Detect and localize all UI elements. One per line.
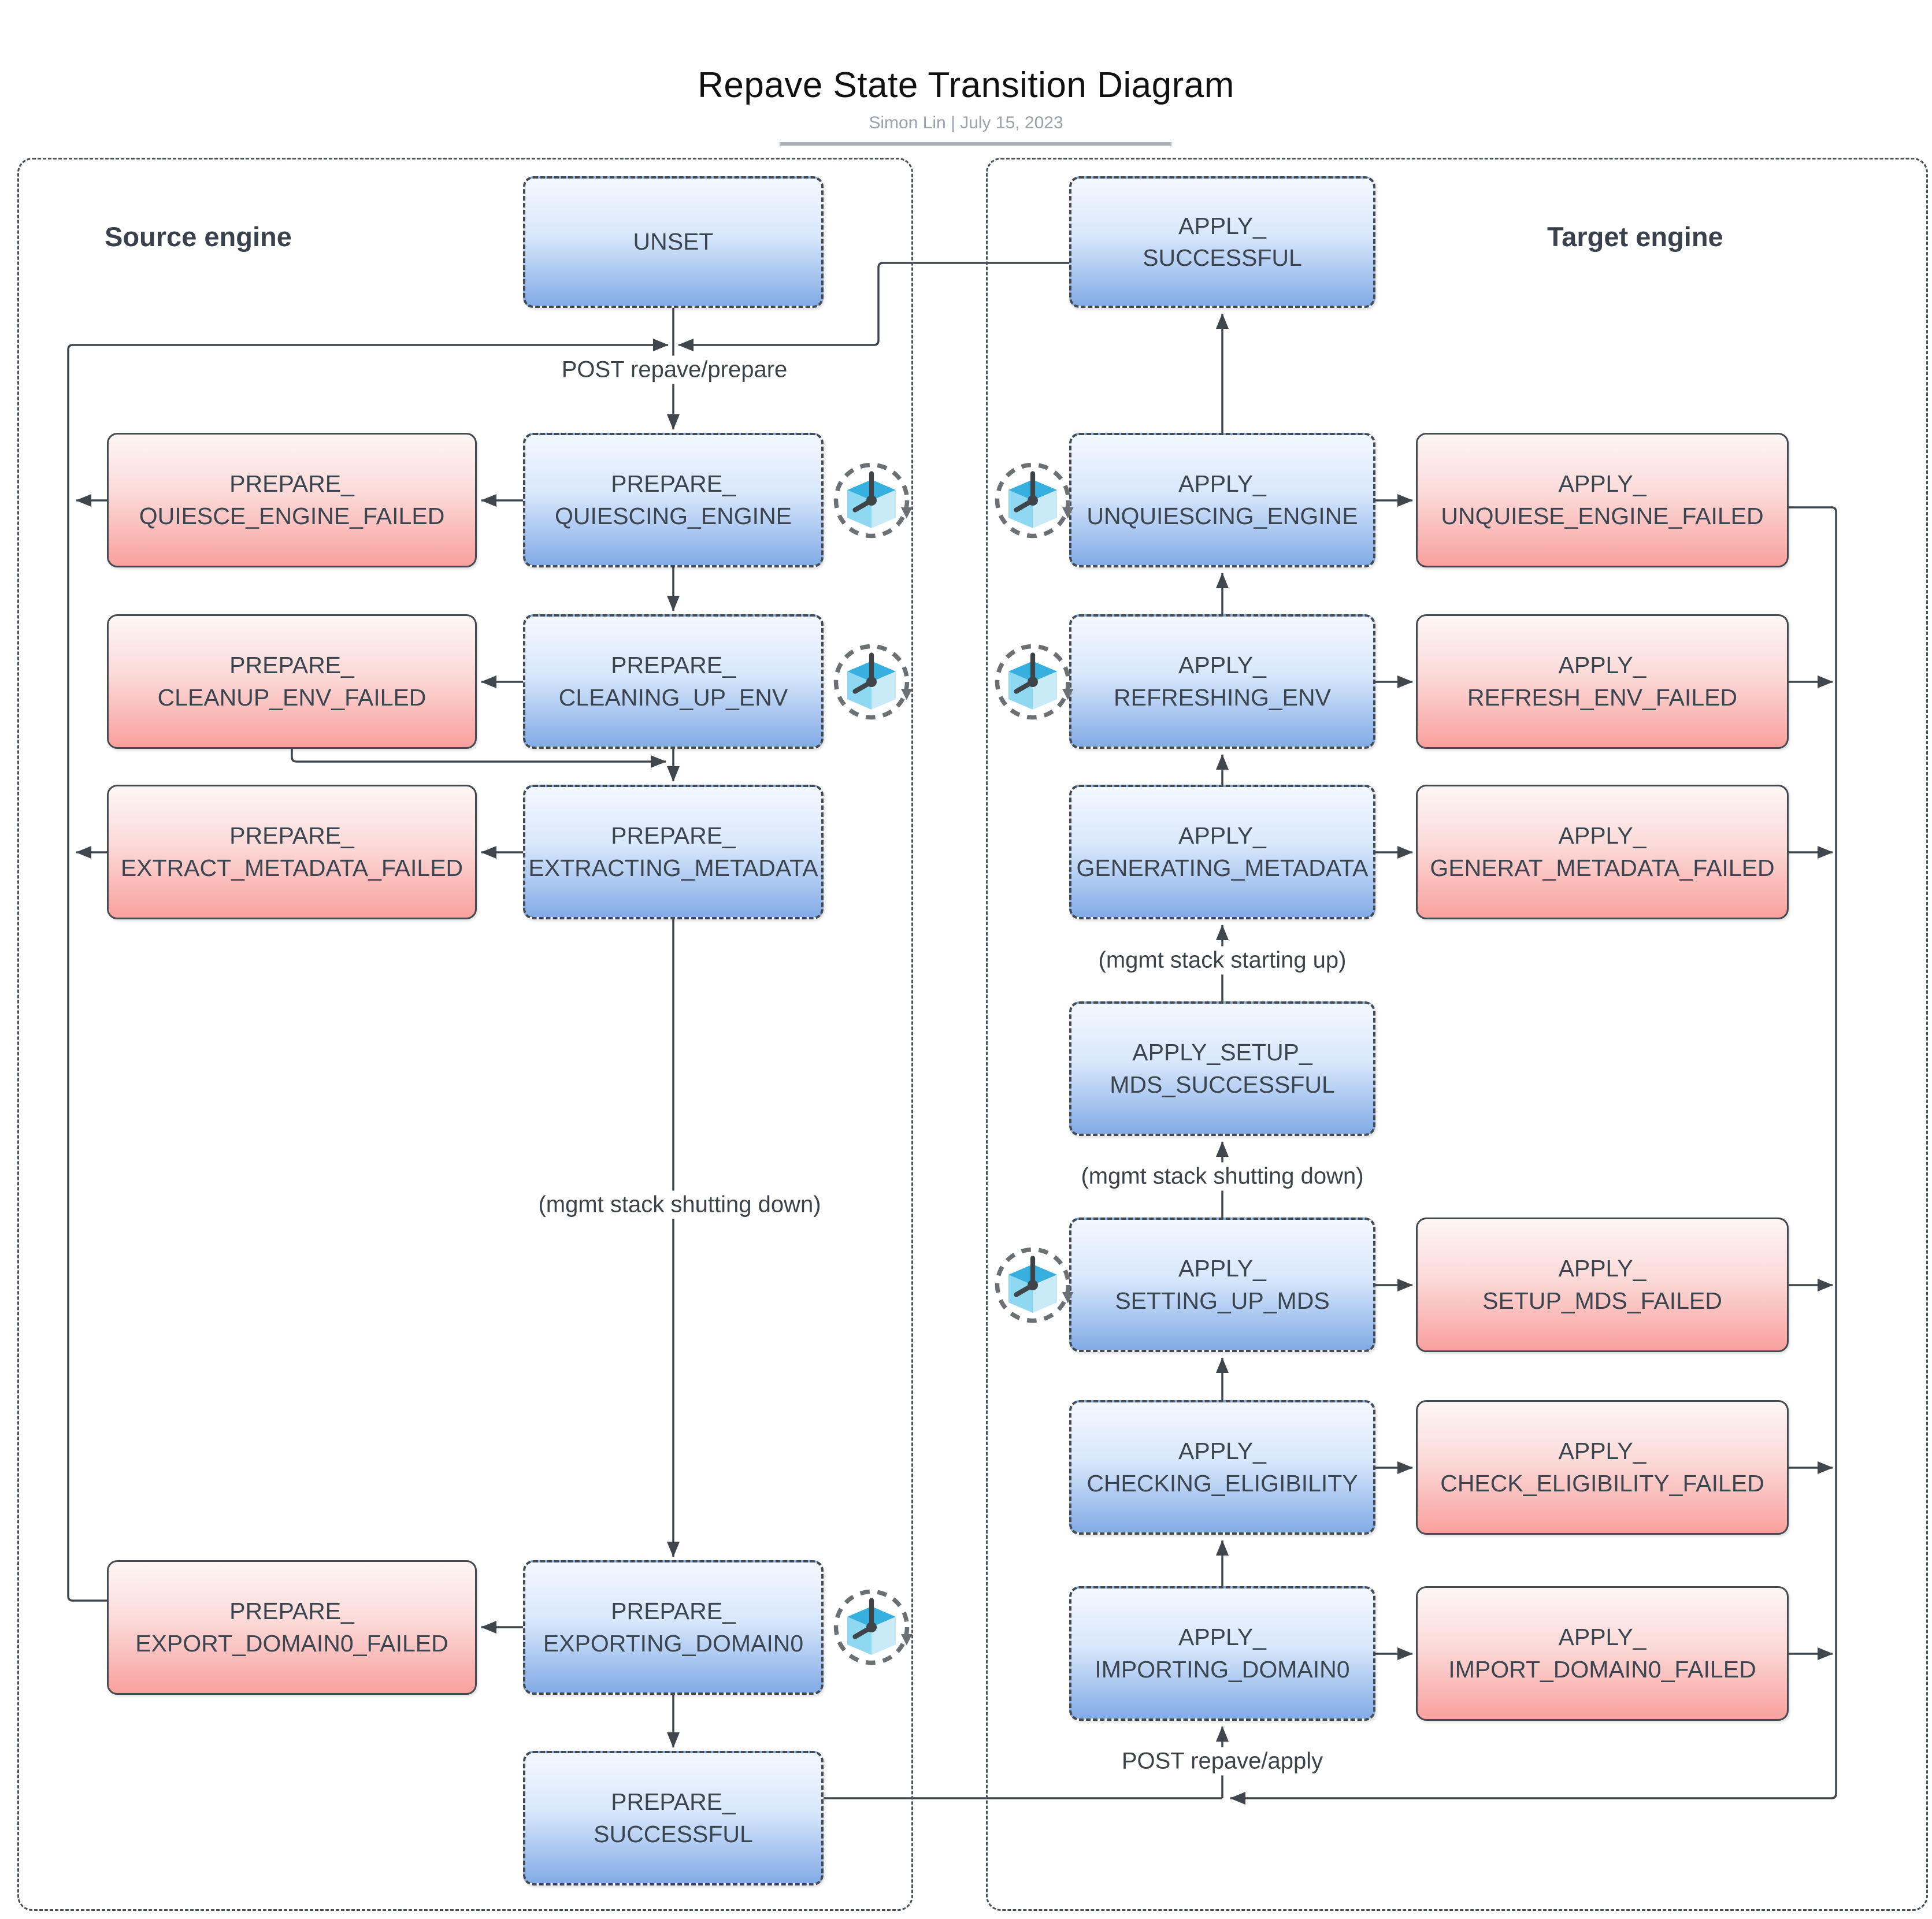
cube-clock-retry-icon [828, 1584, 915, 1671]
page-subtitle: Simon Lin | July 15, 2023 [869, 113, 1063, 132]
edge-right-retry-line [1230, 506, 1837, 1805]
state-apply-setup-mds-successful: APPLY_SETUP_ MDS_SUCCESSFUL [1069, 1001, 1375, 1136]
state-prepare-cleaning-up-env: PREPARE_ CLEANING_UP_ENV [523, 614, 824, 749]
state-prepare-cleanup-env-failed: PREPARE_ CLEANUP_ENV_FAILED [107, 614, 477, 749]
cube-clock-retry-icon [989, 457, 1076, 544]
state-apply-setup-mds-failed: APPLY_ SETUP_MDS_FAILED [1416, 1218, 1789, 1352]
edge-label-post-repave-prepare: POST repave/prepare [554, 355, 795, 384]
cube-clock-retry-icon [989, 639, 1076, 725]
state-unset: UNSET [523, 176, 824, 308]
state-prepare-extract-metadata-failed: PREPARE_ EXTRACT_METADATA_FAILED [107, 785, 477, 919]
cube-clock-retry-icon [989, 1242, 1076, 1328]
state-apply-unquiescing-engine: APPLY_ UNQUIESCING_ENGINE [1069, 433, 1375, 567]
page-title: Repave State Transition Diagram [698, 65, 1234, 105]
state-prepare-extracting-metadata: PREPARE_ EXTRACTING_METADATA [523, 785, 824, 919]
state-apply-refreshing-env: APPLY_ REFRESHING_ENV [1069, 614, 1375, 749]
state-apply-generating-metadata: APPLY_ GENERATING_METADATA [1069, 785, 1375, 919]
state-apply-import-domain0-failed: APPLY_ IMPORT_DOMAIN0_FAILED [1416, 1586, 1789, 1721]
state-apply-generat-metadata-failed: APPLY_ GENERAT_METADATA_FAILED [1416, 785, 1789, 919]
edge-label-post-repave-apply: POST repave/apply [1114, 1747, 1330, 1776]
edge-cleanup-failed-retry-merge [291, 749, 666, 768]
edge-label-mgmt-stack-shutting-down-source: (mgmt stack shutting down) [531, 1190, 828, 1219]
cube-clock-retry-icon [828, 639, 915, 725]
state-prepare-quiesce-engine-failed: PREPARE_ QUIESCE_ENGINE_FAILED [107, 433, 477, 567]
cube-clock-retry-icon [828, 457, 915, 544]
edge-label-mgmt-stack-starting-up: (mgmt stack starting up) [1091, 946, 1353, 975]
state-apply-check-eligibility-failed: APPLY_ CHECK_ELIGIBILITY_FAILED [1416, 1400, 1789, 1535]
state-apply-unquiese-engine-failed: APPLY_ UNQUIESE_ENGINE_FAILED [1416, 433, 1789, 567]
state-prepare-successful: PREPARE_ SUCCESSFUL [523, 1751, 824, 1885]
state-apply-importing-domain0: APPLY_ IMPORTING_DOMAIN0 [1069, 1586, 1375, 1721]
edge-export-failed-retry-loop [67, 339, 669, 1602]
source-engine-container [17, 158, 913, 1911]
edge-apply-successful-to-prepare-junction [678, 262, 1069, 351]
target-engine-container [986, 158, 1928, 1911]
state-apply-refresh-env-failed: APPLY_ REFRESH_ENV_FAILED [1416, 614, 1789, 749]
edge-label-mgmt-stack-shutting-down-target: (mgmt stack shutting down) [1074, 1162, 1371, 1191]
state-apply-successful: APPLY_ SUCCESSFUL [1069, 176, 1375, 308]
target-engine-label: Target engine [1547, 221, 1723, 252]
state-apply-checking-eligibility: APPLY_ CHECKING_ELIGIBILITY [1069, 1400, 1375, 1535]
state-prepare-quiescing-engine: PREPARE_ QUIESCING_ENGINE [523, 433, 824, 567]
state-prepare-exporting-domain0: PREPARE_ EXPORTING_DOMAIN0 [523, 1560, 824, 1695]
source-engine-label: Source engine [105, 221, 292, 252]
subtitle-divider [780, 142, 1171, 146]
state-apply-setting-up-mds: APPLY_ SETTING_UP_MDS [1069, 1218, 1375, 1352]
state-prepare-export-domain0-failed: PREPARE_ EXPORT_DOMAIN0_FAILED [107, 1560, 477, 1695]
